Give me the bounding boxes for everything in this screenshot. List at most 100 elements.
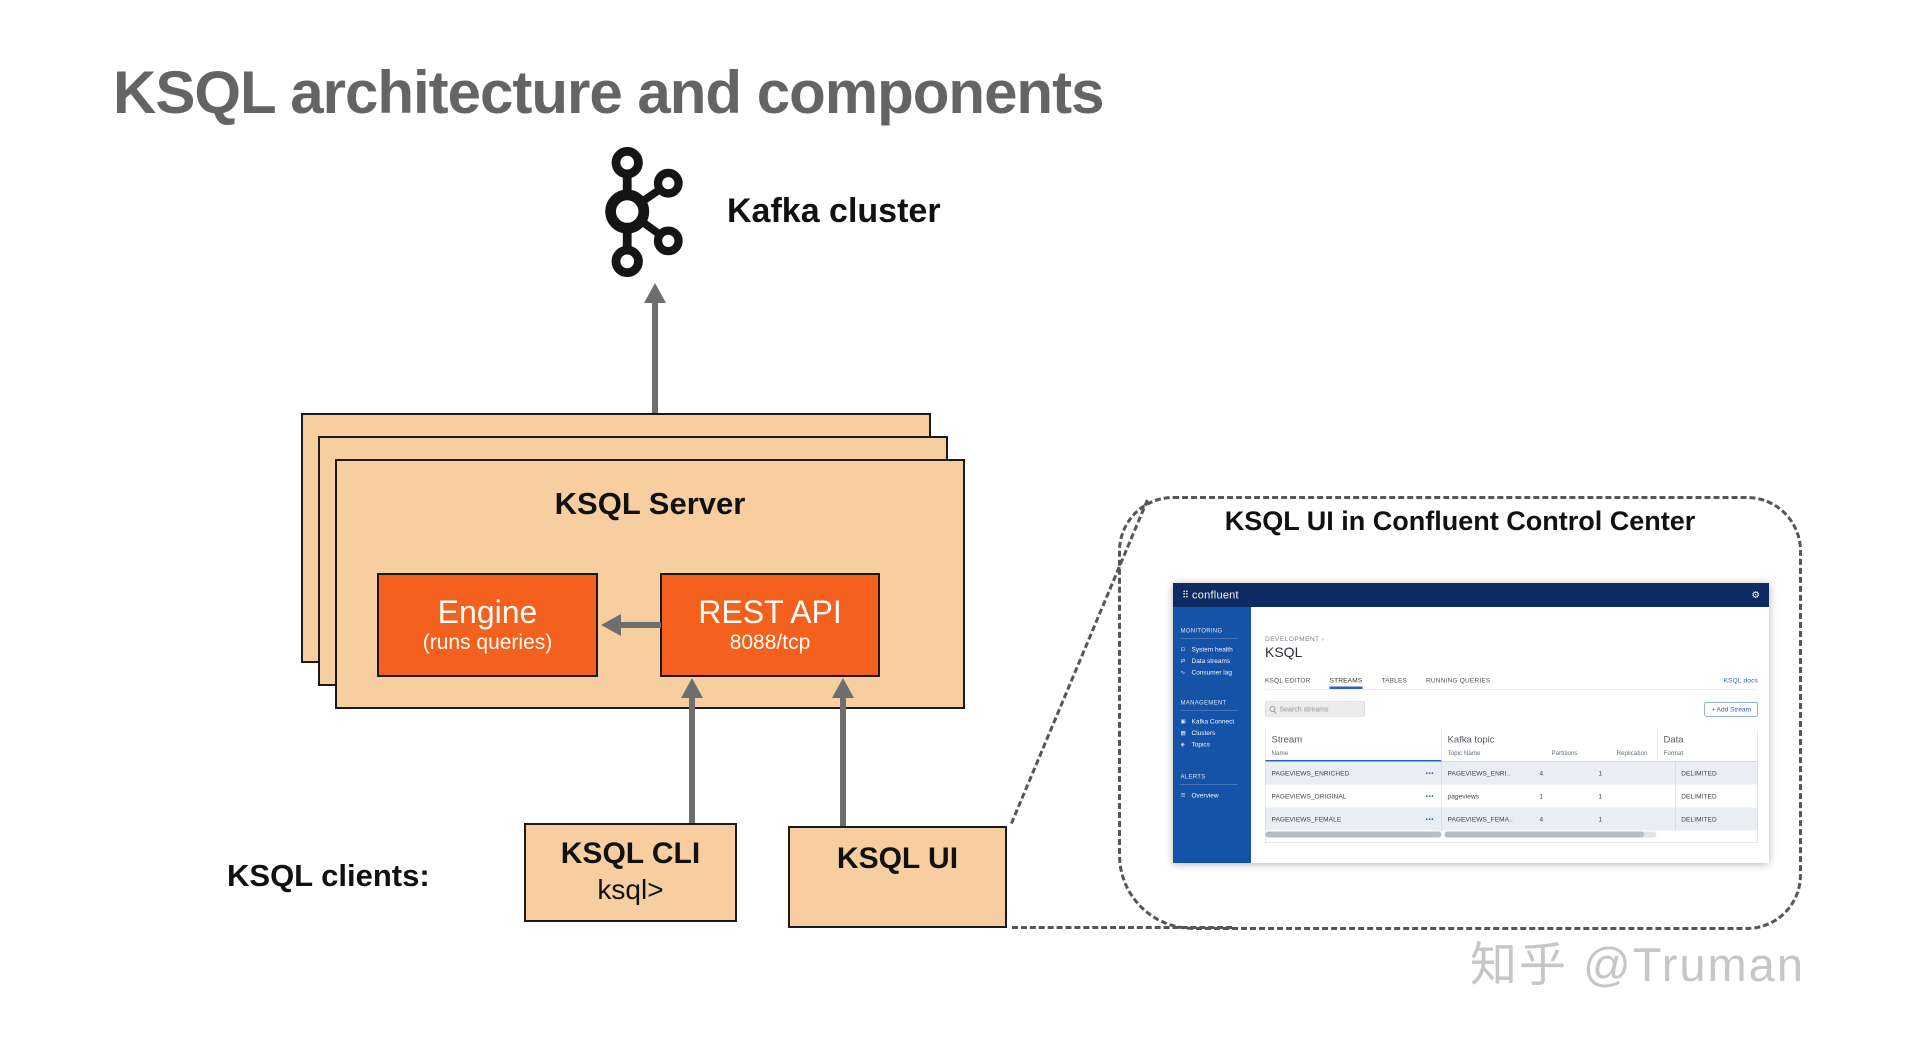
row-menu-icon[interactable]: ••• [1425, 815, 1434, 823]
tab-streams[interactable]: STREAMS [1329, 677, 1363, 689]
confluent-logo-icon: ⠿ [1182, 589, 1189, 601]
ksql-docs-link[interactable]: KSQL docs [1723, 676, 1758, 685]
partitions-value: 1 [1539, 792, 1544, 800]
sidebar-item-overview[interactable]: ☰ Overview [1173, 790, 1251, 802]
topic-scrollbar[interactable] [1444, 831, 1657, 838]
tab-ksql-editor[interactable]: KSQL EDITOR [1265, 676, 1311, 685]
stream-name: PAGEVIEWS_FEMALE [1271, 815, 1342, 823]
ksql-cli-box: KSQL CLI ksql> [524, 823, 737, 922]
tab-running-queries[interactable]: RUNNING QUERIES [1426, 676, 1491, 685]
row-menu-icon[interactable]: ••• [1425, 769, 1434, 777]
format-value: DELIMITED [1675, 807, 1758, 831]
consumer-lag-icon: ∿ [1180, 669, 1186, 676]
sidebar-item-kafka-connect[interactable]: ▣ Kafka Connect [1173, 716, 1251, 728]
replication-value: 1 [1599, 784, 1676, 808]
kafka-server-arrow [652, 301, 658, 441]
callout-title: KSQL UI in Confluent Control Center [1224, 506, 1696, 536]
partitions-value: 4 [1539, 761, 1599, 785]
sidebar-item-system-health[interactable]: ⊡ System health [1173, 644, 1251, 656]
add-stream-button[interactable]: + Add Stream [1704, 701, 1758, 717]
kafka-cluster-label: Kafka cluster [727, 192, 941, 230]
cli-arrow-head [681, 678, 703, 698]
sidebar-item-data-streams[interactable]: ⇄ Data streams [1173, 655, 1251, 667]
topic-name: PAGEVIEWS_FEMA.. [1441, 807, 1540, 831]
search-box [1265, 701, 1365, 717]
watermark: 知乎 @Truman [1470, 938, 1805, 991]
tab-bar: KSQL EDITOR STREAMS TABLES RUNNING QUERI… [1265, 677, 1758, 690]
clusters-icon: ▦ [1180, 729, 1186, 737]
sidebar-item-label: Kafka Connect [1191, 717, 1235, 726]
table-group-header-row: Stream Kafka topic Data [1266, 729, 1758, 747]
rest-api-title: REST API [698, 594, 842, 630]
callout-bubble [1118, 496, 1802, 930]
table-row-pageviews-enriched[interactable]: PAGEVIEWS_ENRICHED ••• PAGEVIEWS_ENRI.. … [1265, 761, 1758, 785]
topic-sub-headers: Topic Name Partitions Replication [1441, 746, 1658, 762]
stream-scrollbar[interactable] [1265, 831, 1442, 838]
ui-arrow-head [832, 678, 854, 698]
format-value: DELIMITED [1681, 792, 1717, 800]
table-sub-header-row: Name Topic Name Partitions Replication F… [1265, 746, 1758, 762]
row-menu-icon[interactable]: ••• [1425, 792, 1434, 800]
topic-name: PAGEVIEWS_ENRI.. [1441, 761, 1540, 785]
settings-gear-icon[interactable]: ⚙ [1751, 589, 1760, 601]
ksql-clients-label: KSQL clients: [227, 858, 430, 893]
sidebar-divider [1180, 784, 1238, 785]
group-header-kafka-topic: Kafka topic [1442, 729, 1658, 747]
control-center-sidebar: MONITORING ⊡ System health ⇄ Data stream… [1173, 607, 1251, 863]
sidebar-item-consumer-lag[interactable]: ∿ Consumer lag [1173, 667, 1251, 679]
ksql-ui-title: KSQL UI [836, 842, 959, 875]
partitions-value: 4 [1539, 807, 1599, 831]
rest-api-subtitle: 8088/tcp [729, 631, 811, 654]
sidebar-section-alerts: ALERTS [1180, 773, 1206, 780]
col-header-topic-name[interactable]: Topic Name [1447, 749, 1481, 757]
topic-name: pageviews [1447, 792, 1480, 800]
table-row-pageviews-female[interactable]: PAGEVIEWS_FEMALE ••• PAGEVIEWS_FEMA.. 4 … [1265, 807, 1758, 831]
search-input[interactable] [1265, 701, 1365, 717]
replication-value: 1 [1598, 807, 1676, 831]
sidebar-item-clusters[interactable]: ▦ Clusters [1173, 727, 1251, 739]
system-health-icon: ⊡ [1180, 646, 1186, 653]
kafka-connect-icon: ▣ [1180, 718, 1186, 725]
control-center-window: ⠿ confluent ⚙ MONITORING ⊡ System health… [1173, 583, 1769, 863]
sidebar-section-monitoring: MONITORING [1180, 627, 1223, 634]
engine-subtitle: (runs queries) [422, 631, 553, 654]
col-header-partitions[interactable]: Partitions [1551, 749, 1578, 757]
stream-name: PAGEVIEWS_ORIGINAL [1271, 792, 1347, 800]
table-scrollbars [1265, 831, 1758, 838]
sidebar-item-label: Overview [1191, 791, 1219, 800]
format-value: DELIMITED [1675, 761, 1758, 785]
page-title: KSQL architecture and components [113, 59, 1104, 126]
sidebar-item-label: Topics [1191, 740, 1210, 749]
replication-value: 1 [1598, 761, 1676, 785]
col-header-name[interactable]: Name [1265, 746, 1442, 762]
engine-box: Engine (runs queries) [377, 573, 598, 677]
breadcrumb[interactable]: DEVELOPMENT › [1265, 635, 1325, 643]
ksql-ui-box: KSQL UI [788, 826, 1007, 928]
sidebar-section-management: MANAGEMENT [1180, 699, 1227, 706]
topics-icon: ◈ [1180, 741, 1185, 748]
ksql-cli-title: KSQL CLI [560, 837, 701, 870]
kafka-logo-icon [605, 147, 683, 278]
table-row-pageviews-original[interactable]: PAGEVIEWS_ORIGINAL ••• pageviews 1 1 DEL… [1266, 784, 1758, 808]
sidebar-item-label: System health [1191, 645, 1233, 654]
confluent-brand: confluent [1191, 588, 1239, 602]
data-streams-icon: ⇄ [1180, 657, 1186, 665]
sidebar-divider [1180, 710, 1238, 711]
toolbar: + Add Stream [1265, 701, 1758, 717]
overview-icon: ☰ [1180, 792, 1186, 799]
stream-name: PAGEVIEWS_ENRICHED [1271, 769, 1350, 777]
sidebar-item-label: Data streams [1191, 657, 1231, 665]
col-header-format[interactable]: Format [1657, 747, 1758, 762]
callout-tail-horizontal [1012, 926, 1232, 929]
streams-table: Stream Kafka topic Data Name Topic Name … [1265, 729, 1758, 843]
group-header-data: Data [1663, 734, 1684, 746]
rest-to-engine-arrow-head [601, 614, 621, 636]
sidebar-item-label: Clusters [1191, 729, 1216, 737]
ksql-page-title: KSQL [1265, 644, 1303, 661]
ui-to-rest-arrow [840, 696, 846, 826]
tab-tables[interactable]: TABLES [1381, 676, 1408, 685]
rest-api-box: REST API 8088/tcp [660, 573, 880, 677]
sidebar-item-topics[interactable]: ◈ Topics [1173, 739, 1251, 751]
col-header-replication[interactable]: Replication [1616, 749, 1648, 757]
